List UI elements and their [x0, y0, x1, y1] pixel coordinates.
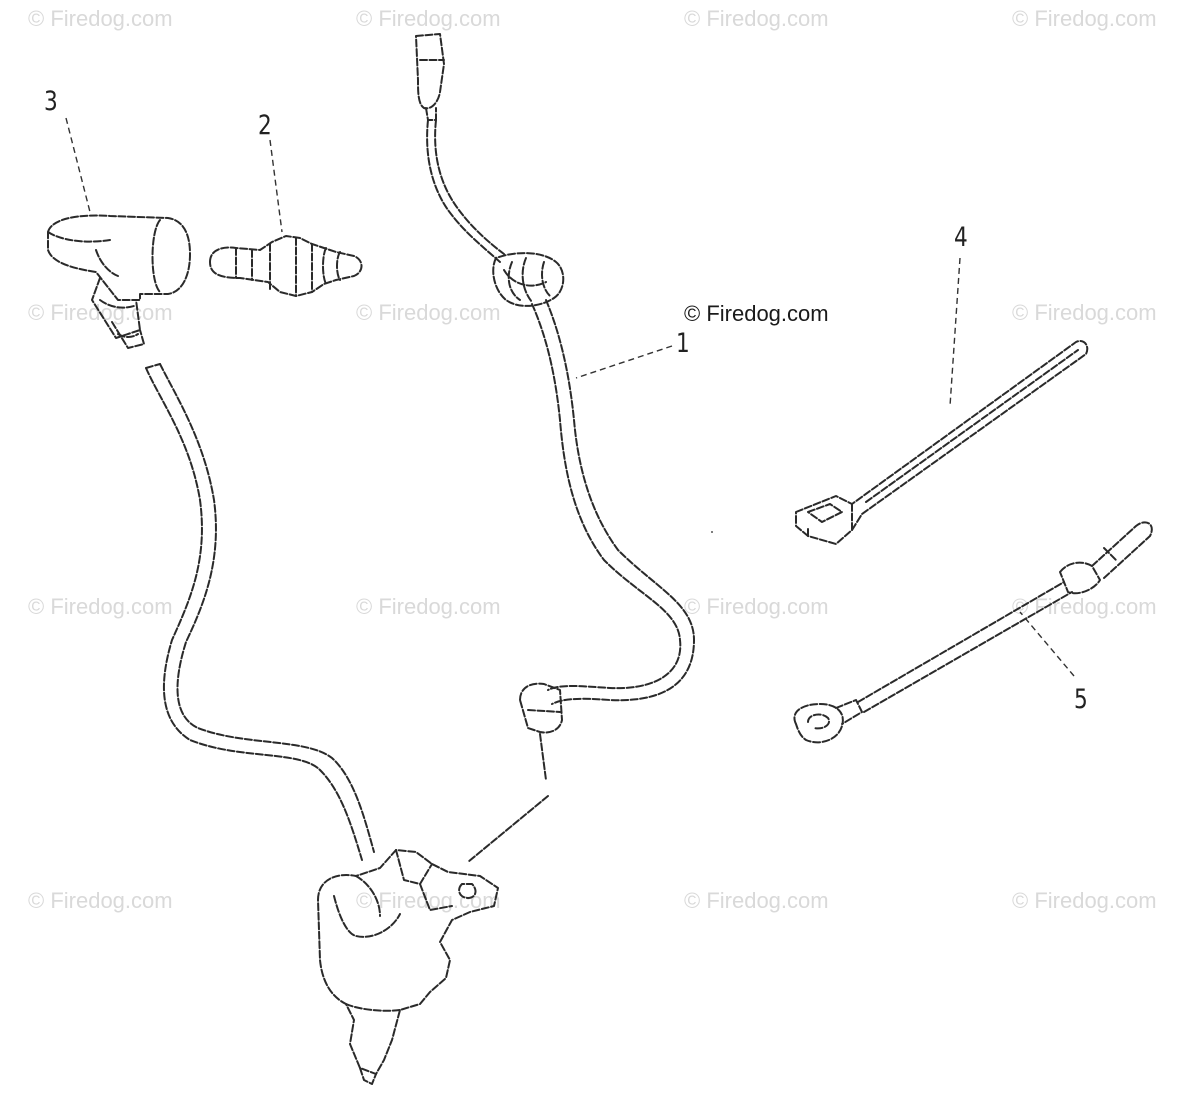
- ignition-coil: [317, 849, 499, 1085]
- watermark: © Firedog.com: [356, 594, 501, 619]
- watermark: © Firedog.com: [1012, 300, 1157, 325]
- speck: [711, 531, 713, 533]
- watermark: © Firedog.com: [28, 888, 173, 913]
- watermark: © Firedog.com: [684, 888, 829, 913]
- cable-tie: [795, 340, 1089, 545]
- callout-1: 1: [676, 328, 690, 359]
- watermark: © Firedog.com: [28, 6, 173, 31]
- watermark: © Firedog.com: [684, 594, 829, 619]
- callout-5: 5: [1074, 684, 1088, 715]
- watermark: © Firedog.com: [356, 300, 501, 325]
- copyright-label: © Firedog.com: [684, 301, 829, 326]
- watermark: © Firedog.com: [1012, 888, 1157, 913]
- watermark: © Firedog.com: [1012, 6, 1157, 31]
- ground-lead: [793, 521, 1153, 744]
- ignition-lead: [415, 33, 695, 863]
- spark-plug: [209, 235, 363, 297]
- watermark: © Firedog.com: [28, 594, 173, 619]
- spark-plug-cap: [47, 214, 375, 861]
- callout-3: 3: [44, 86, 58, 117]
- callout-2: 2: [258, 110, 272, 141]
- watermark: © Firedog.com: [356, 6, 501, 31]
- callout-leaders: [65, 117, 1075, 677]
- callout-4: 4: [954, 222, 968, 253]
- watermark: © Firedog.com: [684, 6, 829, 31]
